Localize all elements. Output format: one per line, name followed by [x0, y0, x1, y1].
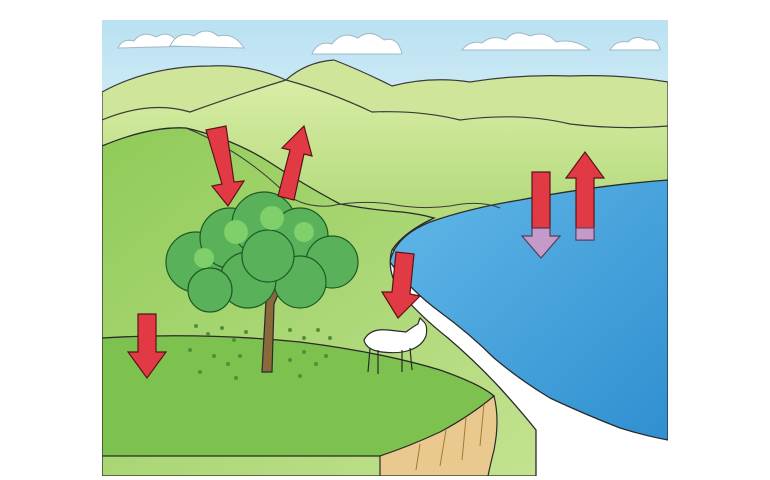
arrow-down-goat — [380, 251, 422, 319]
goat-body — [363, 316, 428, 354]
cliff-face — [379, 394, 498, 476]
goat-leg — [409, 347, 413, 371]
cloud — [460, 32, 592, 51]
arrow-layer — [126, 124, 606, 380]
tree — [165, 191, 359, 373]
cloud — [169, 30, 245, 49]
leaf-litter — [188, 324, 332, 380]
cloud — [609, 36, 661, 51]
arrow-up-tree — [277, 124, 313, 201]
arrow-down-water — [520, 171, 562, 259]
lake — [389, 179, 668, 441]
cliff-cracks — [415, 403, 485, 471]
goat-leg — [367, 347, 371, 373]
cloud — [311, 33, 403, 55]
tree-canopy-highlight — [194, 206, 314, 268]
clouds — [117, 30, 661, 55]
arrow-down-ground — [126, 313, 168, 380]
goat — [363, 316, 428, 374]
arrow-up-water — [564, 150, 606, 241]
arrow-down-tree — [205, 125, 246, 208]
shoreline — [329, 201, 501, 209]
